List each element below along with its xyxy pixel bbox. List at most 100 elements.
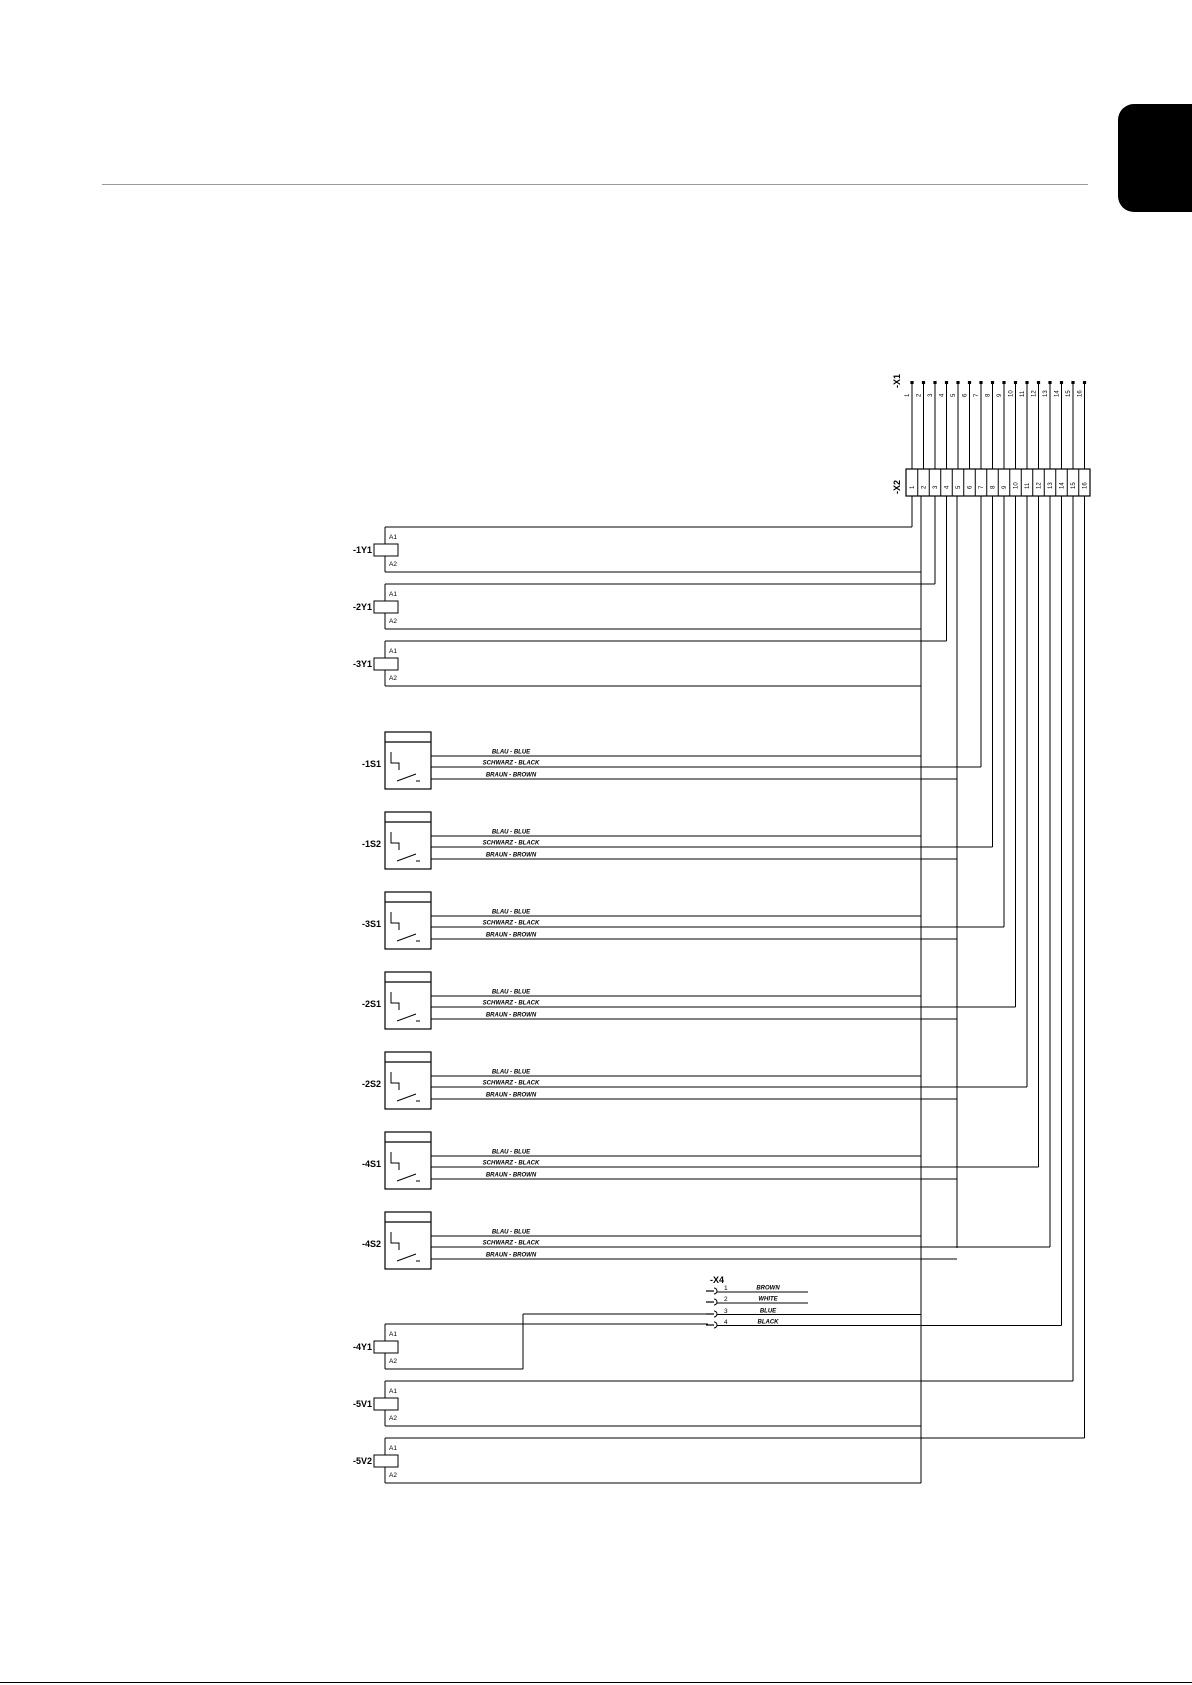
sensor-body: [384, 731, 432, 790]
header-rule: [102, 184, 1088, 185]
x1-terminal-number: 8: [986, 393, 992, 397]
sensor-contact-icon: [396, 1093, 417, 1102]
coil-symbol: [373, 1340, 399, 1354]
x4-wire-label: BROWN: [756, 1286, 780, 1292]
sensor-wire-label: SCHWARZ - BLACK: [483, 1081, 540, 1087]
coil-pin-a2: A2: [389, 561, 397, 568]
x2-terminal-number: 6: [968, 485, 974, 489]
sensor-wire-label: BLAU - BLUE: [492, 1070, 531, 1076]
sensor-step-icon: [390, 1232, 400, 1250]
coil-symbol: [373, 600, 399, 614]
x2-terminal-number: 16: [1083, 482, 1089, 489]
sensor-label: -1S2: [362, 839, 381, 849]
coil-pin-a2: A2: [389, 1358, 397, 1365]
sensor-wire-label: SCHWARZ - BLACK: [483, 1241, 540, 1247]
sensor-body: [384, 1211, 432, 1270]
sensor-label: -3S1: [362, 919, 381, 929]
sensor-contact-icon: [396, 1173, 417, 1182]
x2-terminal-number: 4: [945, 485, 951, 489]
x1-terminal-number: 6: [963, 393, 969, 397]
sensor-body: [384, 891, 432, 950]
sensor-label: -4S1: [362, 1159, 381, 1169]
sensor-step-icon: [390, 992, 400, 1010]
x1-terminal-number: 9: [997, 393, 1003, 397]
x4-wire-label: BLACK: [758, 1320, 780, 1326]
sensor-label: -2S2: [362, 1079, 381, 1089]
x2-terminal-number: 3: [933, 485, 939, 489]
x2-terminal-number: 9: [1002, 485, 1008, 489]
coil-pin-a1: A1: [389, 591, 397, 598]
sensor-wire-label: BLAU - BLUE: [492, 1230, 531, 1236]
sensor-body: [384, 1131, 432, 1190]
x2-terminal-number: 12: [1037, 482, 1043, 489]
x2-terminal-number: 11: [1025, 482, 1031, 489]
x2-terminal-number: 2: [922, 485, 928, 489]
x1-label: -X1: [892, 374, 902, 388]
sensor-step-icon: [390, 752, 400, 770]
x1-terminal-number: 7: [974, 393, 980, 397]
coil-symbol: [373, 657, 399, 671]
x1-terminal-number: 4: [940, 393, 946, 397]
coil-symbol: [373, 1454, 399, 1468]
x2-terminal-number: 5: [956, 485, 962, 489]
x1-terminal-number: 1: [905, 393, 911, 397]
sensor-wire-label: SCHWARZ - BLACK: [483, 761, 540, 767]
x1-terminal-number: 10: [1009, 390, 1015, 397]
coil-label: -4Y1: [353, 1342, 372, 1352]
sensor-body: [384, 1051, 432, 1110]
sensor-body: [384, 811, 432, 870]
x4-pin-number: 1: [724, 1285, 728, 1292]
coil-pin-a1: A1: [389, 1331, 397, 1338]
coil-pin-a2: A2: [389, 618, 397, 625]
sensor-contact-icon: [396, 1253, 417, 1262]
coil-pin-a1: A1: [389, 1388, 397, 1395]
sensor-wire-label: BRAUN - BROWN: [486, 1093, 537, 1099]
sensor-step-icon: [390, 1152, 400, 1170]
sensor-body: [384, 971, 432, 1030]
coil-label: -3Y1: [353, 659, 372, 669]
x1-terminal-number: 13: [1043, 390, 1049, 397]
x1-terminal-number: 14: [1055, 390, 1061, 397]
x1-terminal-number: 16: [1078, 390, 1084, 397]
x1-terminal-number: 11: [1020, 390, 1026, 397]
coil-label: -5V2: [353, 1456, 372, 1466]
sensor-wire-label: BLAU - BLUE: [492, 750, 531, 756]
x4-socket: [713, 1310, 718, 1318]
x2-terminal-number: 8: [991, 485, 997, 489]
sensor-wire-label: BLAU - BLUE: [492, 910, 531, 916]
x1-terminal-number: 3: [928, 393, 934, 397]
sensor-step-icon: [390, 1072, 400, 1090]
x4-pin-number: 4: [724, 1319, 728, 1326]
x2-terminal-number: 1: [910, 485, 916, 489]
x1-terminal-number: 15: [1066, 390, 1072, 397]
x4-label: -X4: [710, 1275, 724, 1285]
x1-terminal-number: 2: [917, 393, 923, 397]
sensor-wire-label: SCHWARZ - BLACK: [483, 1001, 540, 1007]
coil-pin-a1: A1: [389, 648, 397, 655]
sensor-wire-label: SCHWARZ - BLACK: [483, 1161, 540, 1167]
coil-label: -5V1: [353, 1399, 372, 1409]
wires-layer: [384, 384, 1085, 1484]
coils-layer: -1Y1A1A2-2Y1A1A2-3Y1A1A2-4Y1A1A2-5V1A1A2…: [353, 534, 399, 1479]
sensor-wire-label: BRAUN - BROWN: [486, 773, 537, 779]
sensor-label: -4S2: [362, 1239, 381, 1249]
coil-label: -2Y1: [353, 602, 372, 612]
sensor-contact-icon: [396, 773, 417, 782]
x2-terminal-number: 15: [1071, 482, 1077, 489]
sensor-label: -2S1: [362, 999, 381, 1009]
sensor-step-icon: [390, 832, 400, 850]
